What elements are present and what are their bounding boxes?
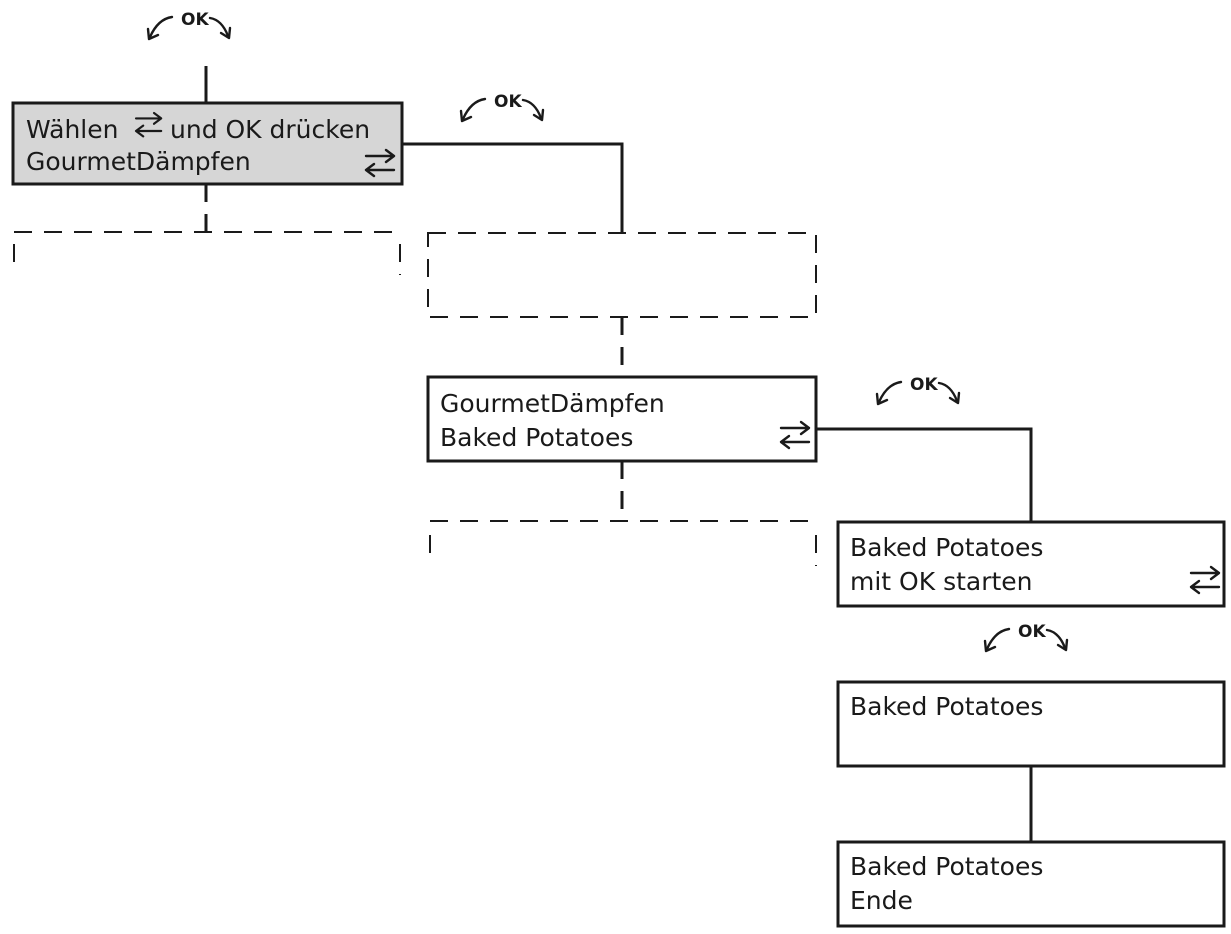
box-frame	[836, 840, 1226, 928]
connector-line	[816, 427, 1033, 522]
box-main-menu-line2: GourmetDämpfen	[26, 147, 251, 176]
box-start-prompt-line2: mit OK starten	[850, 567, 1033, 596]
box-main-menu-line1-after: und OK drücken	[170, 115, 370, 144]
ok-label: OK	[494, 92, 522, 112]
ok-label: OK	[1018, 622, 1046, 642]
box-gourmet-menu-line2: Baked Potatoes	[440, 423, 633, 452]
box-running[interactable]: Baked Potatoes	[836, 680, 1226, 768]
box-main-menu[interactable]: Wählen und OK drücken GourmetDämpfen	[11, 101, 404, 186]
connector-line	[402, 142, 624, 232]
box-end-line1: Baked Potatoes	[850, 852, 1043, 881]
box-frame	[426, 375, 818, 463]
ok-rotate-branch: OK	[459, 92, 545, 123]
box-end-line2: Ende	[850, 886, 913, 915]
box-running-line1: Baked Potatoes	[850, 692, 1043, 721]
box-frame	[836, 520, 1226, 608]
box-gourmet-menu-line1: GourmetDämpfen	[440, 389, 665, 418]
ok-rotate-start: OK	[983, 622, 1069, 653]
dashed-placeholder-middle	[427, 232, 817, 318]
ok-rotate-top: OK	[146, 10, 232, 41]
box-start-prompt[interactable]: Baked Potatoes mit OK starten	[836, 520, 1226, 608]
box-end[interactable]: Baked Potatoes Ende	[836, 840, 1226, 928]
ok-label: OK	[181, 10, 209, 30]
ok-label: OK	[910, 375, 938, 395]
ok-rotate-branch2: OK	[875, 375, 961, 406]
box-start-prompt-line1: Baked Potatoes	[850, 533, 1043, 562]
box-main-menu-line1: Wählen	[26, 115, 118, 144]
box-gourmet-menu[interactable]: GourmetDämpfen Baked Potatoes	[426, 375, 818, 463]
